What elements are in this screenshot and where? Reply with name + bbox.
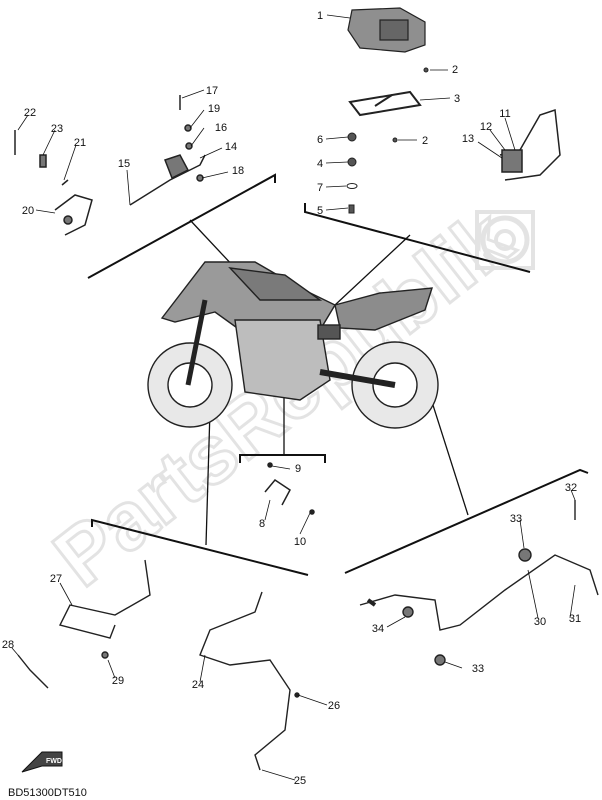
callout-label: 11 <box>499 108 510 120</box>
callout-label: 2 <box>422 135 428 147</box>
callout-labels: 1 2 3 2 6 4 7 5 11 12 13 17 19 16 14 18 … <box>2 10 581 787</box>
part-wheel-speed-harness-27 <box>17 559 151 689</box>
part-sensor-14 <box>129 95 206 206</box>
front-fork <box>185 299 208 386</box>
bracket-lower-left <box>91 518 309 576</box>
callout-label: 14 <box>225 141 237 153</box>
callout-label: 4 <box>317 158 323 170</box>
callout-label: 26 <box>328 700 340 712</box>
callout-label: 10 <box>294 536 306 548</box>
callout-label: 27 <box>50 573 62 585</box>
part-sensor-8 <box>264 462 315 515</box>
callout-label: 33 <box>472 663 484 675</box>
callout-label: 16 <box>215 122 227 134</box>
callout-label: 12 <box>480 121 492 133</box>
callout-leaders <box>11 14 576 781</box>
front-direction-arrow-icon: FWD <box>21 751 63 773</box>
callout-label: 33 <box>510 513 522 525</box>
motorcycle-illustration <box>147 261 439 429</box>
gear-icon <box>475 210 535 270</box>
callout-label: 8 <box>259 518 265 530</box>
bracket-center <box>239 454 326 463</box>
callout-label: 23 <box>51 123 63 135</box>
part-harness-30 <box>359 500 599 666</box>
callout-label: 22 <box>24 107 36 119</box>
callout-label: 5 <box>317 205 323 217</box>
callout-label: 19 <box>208 103 220 115</box>
callout-label: 7 <box>317 182 323 194</box>
group-brackets <box>87 173 589 576</box>
callout-label: 32 <box>565 482 577 494</box>
callout-label: 3 <box>454 93 460 105</box>
fairing <box>160 261 336 331</box>
swingarm <box>319 369 396 388</box>
part-harness-24 <box>199 591 300 771</box>
small-parts-right <box>346 67 429 214</box>
callout-label: 6 <box>317 134 323 146</box>
callout-label: 9 <box>295 463 301 475</box>
fuel-tank <box>228 267 323 301</box>
bracket-upper-left <box>87 173 276 279</box>
callout-label: 31 <box>569 613 581 625</box>
part-bracket-3 <box>348 90 422 117</box>
callout-label: 20 <box>22 205 34 217</box>
callout-label: 28 <box>2 639 14 651</box>
ecu-box <box>317 324 341 340</box>
bracket-upper-right <box>304 203 531 273</box>
callout-label: 24 <box>192 679 204 691</box>
callout-label: 15 <box>118 158 130 170</box>
callout-label: 1 <box>317 10 323 22</box>
part-hydraulic-unit <box>347 7 426 53</box>
callout-label: 25 <box>294 775 306 787</box>
callout-label: 2 <box>452 64 458 76</box>
callout-label: 13 <box>462 133 474 145</box>
callout-label: 21 <box>74 137 86 149</box>
callout-label: 29 <box>112 675 124 687</box>
svg-text:FWD: FWD <box>46 758 62 765</box>
diagram-code: BD51300DT510 <box>8 787 87 799</box>
callout-label: 18 <box>232 165 244 177</box>
callout-label: 30 <box>534 616 546 628</box>
engine-block <box>234 319 331 401</box>
part-wire-harness-11 <box>499 108 561 181</box>
callout-label: 17 <box>206 85 218 97</box>
bracket-lower-right <box>344 468 589 574</box>
callout-label: 34 <box>372 623 384 635</box>
